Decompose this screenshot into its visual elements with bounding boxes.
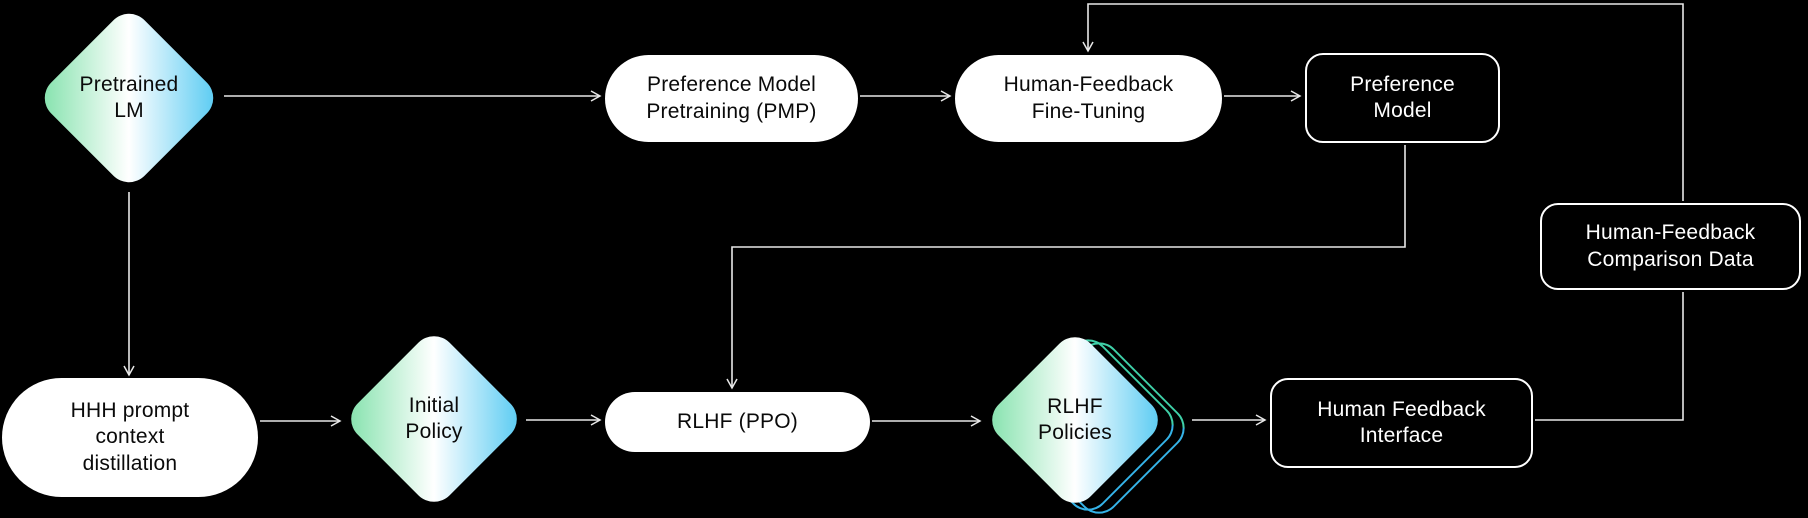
pretrained-lm-line1: Pretrained [79,72,179,96]
rlhf-policies-line2: Policies [1038,421,1112,444]
node-preference-model-pretraining: Preference Model Pretraining (PMP) [605,55,858,142]
node-rlhf-ppo: RLHF (PPO) [605,392,870,452]
comparison-data-line1: Human-Feedback [1585,221,1756,245]
comparison-data-line2: Comparison Data [1587,247,1754,271]
pretrained-lm-line2: LM [114,99,144,122]
pretrained-lm-label: Pretrained LM [63,32,195,164]
node-preference-model: Preference Model [1305,53,1500,143]
rlhf-policies-label: RLHF Policies [1010,355,1140,485]
hfi-line2: Interface [1359,424,1444,447]
edge-comparison-data-to-hff [1082,3,1684,201]
pmp-line1: Preference Model [647,73,816,97]
node-human-feedback-interface: Human Feedback Interface [1270,378,1533,468]
rlhf-policies-line1: RLHF [1047,394,1103,418]
hff-line2: Fine-Tuning [1031,99,1146,123]
node-rlhf-policies: RLHF Policies [983,328,1194,518]
initial-policy-line2: Policy [405,420,463,443]
hhh-line2: context [95,425,165,449]
hhh-line1: HHH prompt [70,398,190,422]
initial-policy-line1: Initial [408,393,460,417]
preference-model-line2: Model [1373,99,1432,122]
initial-policy-label: Initial Policy [369,354,499,484]
node-initial-policy: Initial Policy [342,327,526,511]
hhh-line3: distillation [82,451,178,475]
preference-model-line1: Preference [1350,72,1455,96]
hfi-line1: Human Feedback [1317,397,1486,421]
node-hhh-prompt-context-distillation: HHH prompt context distillation [2,378,258,497]
node-human-feedback-comparison-data: Human-Feedback Comparison Data [1540,203,1801,290]
edge-hfi-to-comparison-data [1535,292,1684,421]
edge-preference-model-to-rlhf-ppo [726,145,1406,390]
node-human-feedback-fine-tuning: Human-Feedback Fine-Tuning [955,55,1222,142]
pmp-line2: Pretraining (PMP) [646,99,817,123]
rlhf-ppo-line1: RLHF (PPO) [676,409,798,433]
node-pretrained-lm: Pretrained LM [35,4,223,192]
hff-line1: Human-Feedback [1003,73,1174,97]
